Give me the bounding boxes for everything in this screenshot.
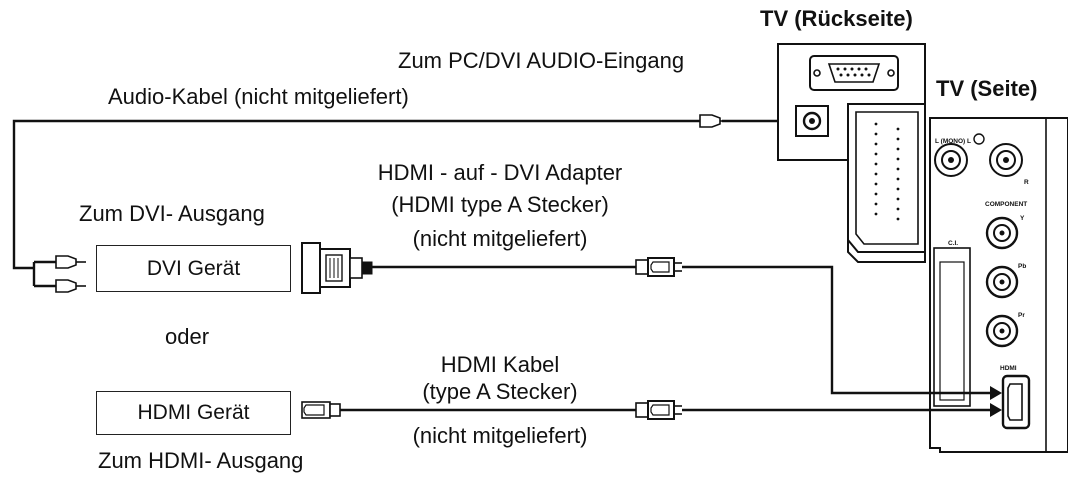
hdmi-plug-upper <box>635 257 682 277</box>
tv-back-panel <box>777 43 926 263</box>
audio-input-label: Zum PC/DVI AUDIO-Eingang <box>398 48 685 73</box>
hdmi-plug-lower <box>635 400 682 420</box>
hdmi-device-box: HDMI Gerät <box>96 391 291 435</box>
side-pb-label: Pb <box>1018 263 1026 270</box>
hdmi-plug-device <box>301 401 341 419</box>
hdmi-cable-label-line1: HDMI Kabel <box>440 352 560 377</box>
dvi-adapter <box>301 242 373 294</box>
adapter-label-line3: (nicht mitgeliefert) <box>412 226 588 251</box>
side-ci-label: C.I. <box>948 240 958 247</box>
dvi-output-label: Zum DVI- Ausgang <box>79 201 265 226</box>
dvi-device-label: DVI Gerät <box>146 256 241 280</box>
side-y-label: Y <box>1020 215 1025 222</box>
side-hdmi-label: HDMI <box>1000 365 1017 372</box>
hdmi-arrow-lower <box>990 403 1002 417</box>
or-label: oder <box>165 324 210 349</box>
side-audio-right-label: R <box>1024 179 1029 186</box>
tv-side-panel-labels: L (MONO) L R COMPONENT Y Pb Pr C.I. HDMI <box>935 138 1029 372</box>
side-audio-left-label: L (MONO) L <box>935 138 971 145</box>
audio-plug-left <box>55 255 86 293</box>
adapter-label-line1: HDMI - auf - DVI Adapter <box>377 160 623 185</box>
audio-cable-label: Audio-Kabel (nicht mitgeliefert) <box>108 84 409 109</box>
adapter-label-line2: (HDMI type A Stecker) <box>391 192 609 217</box>
hdmi-cable-upper <box>372 265 990 395</box>
hdmi-cable-label-line3: (nicht mitgeliefert) <box>412 423 588 448</box>
hdmi-cable-label-line2: (type A Stecker) <box>422 379 578 404</box>
tv-back-title: TV (Rückseite) <box>760 6 913 31</box>
hdmi-output-label: Zum HDMI- Ausgang <box>98 448 304 473</box>
hdmi-arrow-upper <box>990 386 1002 400</box>
audio-plug-right <box>699 114 730 128</box>
side-component-label: COMPONENT <box>985 201 1027 208</box>
hdmi-device-label: HDMI Gerät <box>137 401 250 424</box>
side-pr-label: Pr <box>1018 312 1025 319</box>
tv-side-title: TV (Seite) <box>936 76 1038 101</box>
tv-side-panel <box>929 117 1068 453</box>
dvi-device-box: DVI Gerät <box>96 245 291 292</box>
